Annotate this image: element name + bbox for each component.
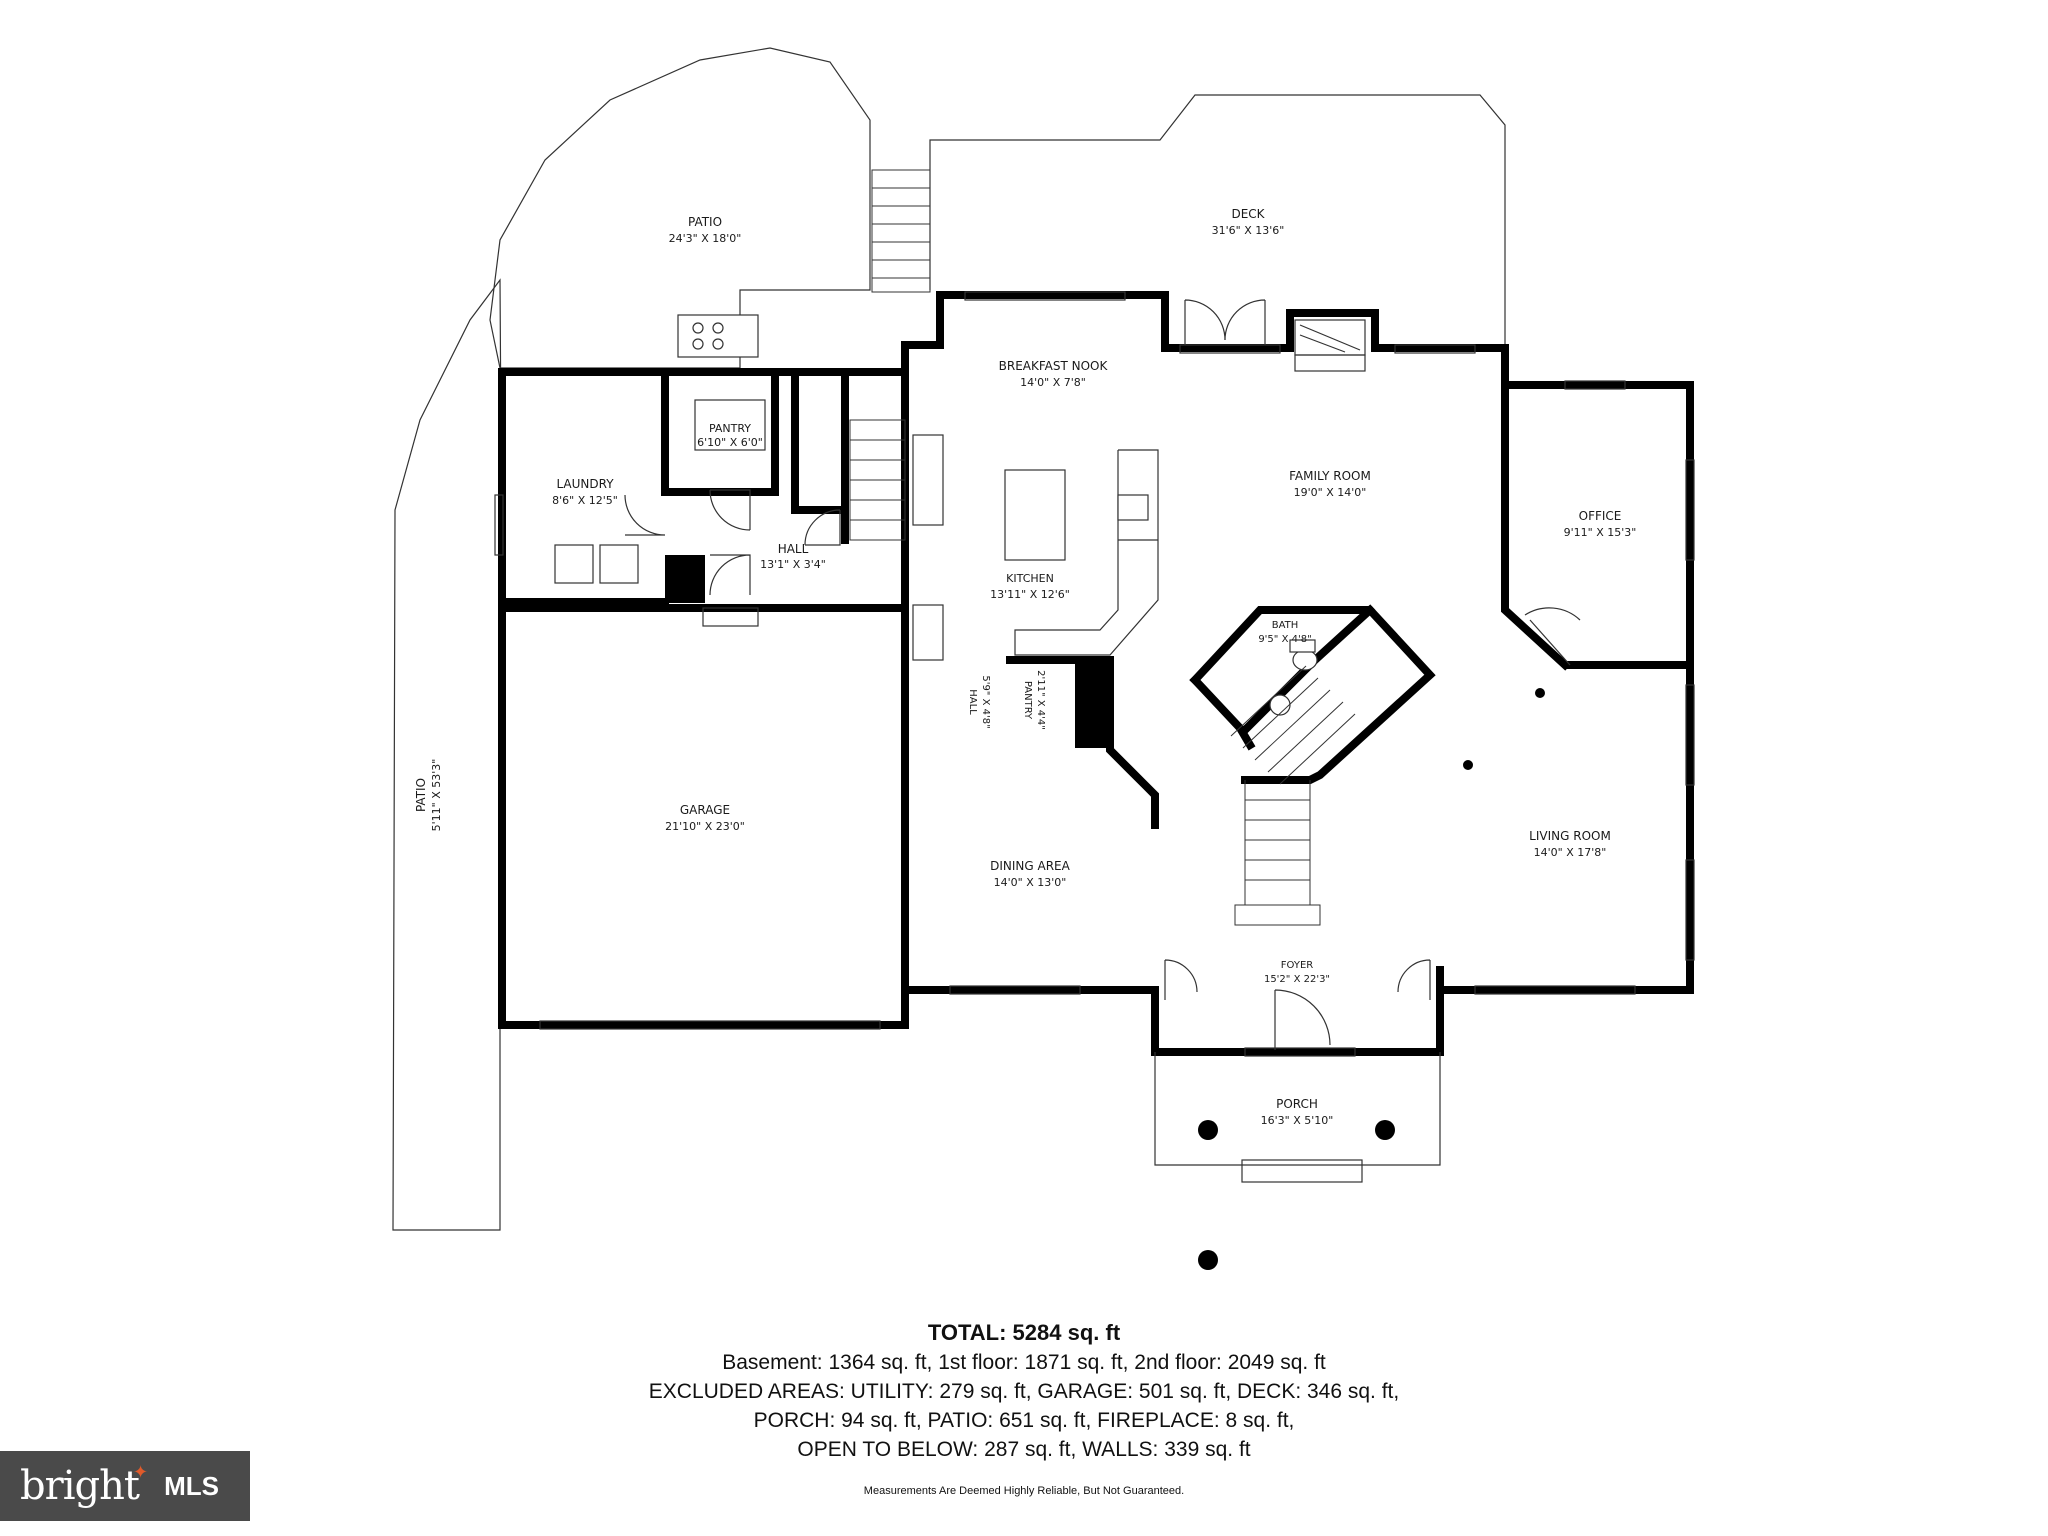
total-area: TOTAL: 5284 sq. ft	[927, 1320, 1121, 1345]
room-name-office: OFFICE	[1579, 509, 1622, 523]
logo-brand: bright	[20, 1463, 140, 1509]
room-dims-bath: 9'5" X 4'8"	[1258, 634, 1311, 645]
room-dims-hall-small: 5'9" X 4'8"	[980, 675, 991, 728]
stairs-back	[849, 419, 906, 541]
windows	[494, 291, 1695, 1030]
room-name-patio-top: PATIO	[688, 215, 722, 229]
room-name-kitchen: KITCHEN	[1006, 572, 1054, 585]
logo-accent-icon: ✦	[132, 1461, 149, 1482]
room-dims-porch: 16'3" X 5'10"	[1261, 1114, 1334, 1127]
stairs-main	[1230, 665, 1356, 926]
room-dims-kitchen: 13'11" X 12'6"	[990, 588, 1070, 601]
room-dims-laundry: 8'6" X 12'5"	[552, 494, 618, 507]
disclaimer: Measurements Are Deemed Highly Reliable,…	[863, 1485, 1185, 1497]
deck-outline	[929, 94, 1506, 345]
room-dims-dining-area: 14'0" X 13'0"	[994, 876, 1067, 889]
kitchen-island	[912, 434, 1159, 661]
summary-line-1: Basement: 1364 sq. ft, 1st floor: 1871 s…	[722, 1351, 1326, 1374]
columns	[1198, 688, 1545, 1270]
walls	[498, 291, 1694, 1056]
washer-dryer	[554, 544, 639, 584]
room-dims-deck: 31'6" X 13'6"	[1212, 224, 1285, 237]
floor-plan: PATIO 24'3" X 18'0" DECK 31'6" X 13'6" B…	[392, 47, 1695, 1270]
doors	[624, 299, 1581, 1183]
room-name-dining-area: DINING AREA	[990, 859, 1071, 873]
area-summary: TOTAL: 5284 sq. ft Basement: 1364 sq. ft…	[0, 1318, 2048, 1464]
porch-outline	[1154, 1052, 1441, 1166]
summary-line-3: PORCH: 94 sq. ft, PATIO: 651 sq. ft, FIR…	[753, 1409, 1295, 1432]
room-name-hall: HALL	[778, 542, 809, 556]
room-name-foyer: FOYER	[1281, 960, 1314, 971]
room-labels: PATIO 24'3" X 18'0" DECK 31'6" X 13'6" B…	[414, 207, 1636, 1127]
room-name-family-room: FAMILY ROOM	[1289, 469, 1371, 483]
summary-line-2: EXCLUDED AREAS: UTILITY: 279 sq. ft, GAR…	[648, 1380, 1400, 1403]
pantry-shelf	[694, 399, 766, 451]
room-dims-hall: 13'1" X 3'4"	[760, 558, 826, 571]
grill-icon	[677, 314, 759, 358]
room-dims-breakfast-nook: 14'0" X 7'8"	[1020, 376, 1086, 389]
bright-mls-logo: bright ✦ MLS	[0, 1451, 250, 1521]
room-dims-patio-top: 24'3" X 18'0"	[669, 232, 742, 245]
room-name-pantry: PANTRY	[709, 422, 751, 435]
room-name-hall-small: HALL	[967, 689, 978, 715]
room-name-patio-side: PATIO	[414, 778, 428, 812]
patio-side-outline	[392, 278, 503, 1231]
room-name-pantry-small: PANTRY	[1022, 681, 1033, 720]
room-dims-pantry: 6'10" X 6'0"	[697, 436, 763, 449]
room-name-deck: DECK	[1231, 207, 1265, 221]
fireplace-icon	[1294, 319, 1366, 372]
room-dims-foyer: 15'2" X 22'3"	[1264, 974, 1330, 985]
room-name-bath: BATH	[1272, 620, 1299, 631]
room-name-garage: GARAGE	[680, 803, 730, 817]
room-dims-garage: 21'10" X 23'0"	[665, 820, 745, 833]
room-dims-patio-side: 5'11" X 53'3"	[430, 759, 443, 832]
room-dims-pantry-small: 2'11" X 4'4"	[1035, 670, 1046, 730]
bath-fixtures	[1269, 639, 1318, 716]
room-dims-office: 9'11" X 15'3"	[1564, 526, 1637, 539]
room-name-living-room: LIVING ROOM	[1529, 829, 1611, 843]
room-name-laundry: LAUNDRY	[556, 477, 614, 491]
patio-top-outline	[489, 47, 871, 369]
summary-line-4: OPEN TO BELOW: 287 sq. ft, WALLS: 339 sq…	[797, 1438, 1251, 1461]
room-name-porch: PORCH	[1276, 1097, 1318, 1111]
room-name-breakfast-nook: BREAKFAST NOOK	[999, 359, 1109, 373]
deck-stairs	[871, 169, 931, 293]
room-dims-family-room: 19'0" X 14'0"	[1294, 486, 1367, 499]
room-dims-living-room: 14'0" X 17'8"	[1534, 846, 1607, 859]
logo-suffix: MLS	[164, 1470, 219, 1501]
